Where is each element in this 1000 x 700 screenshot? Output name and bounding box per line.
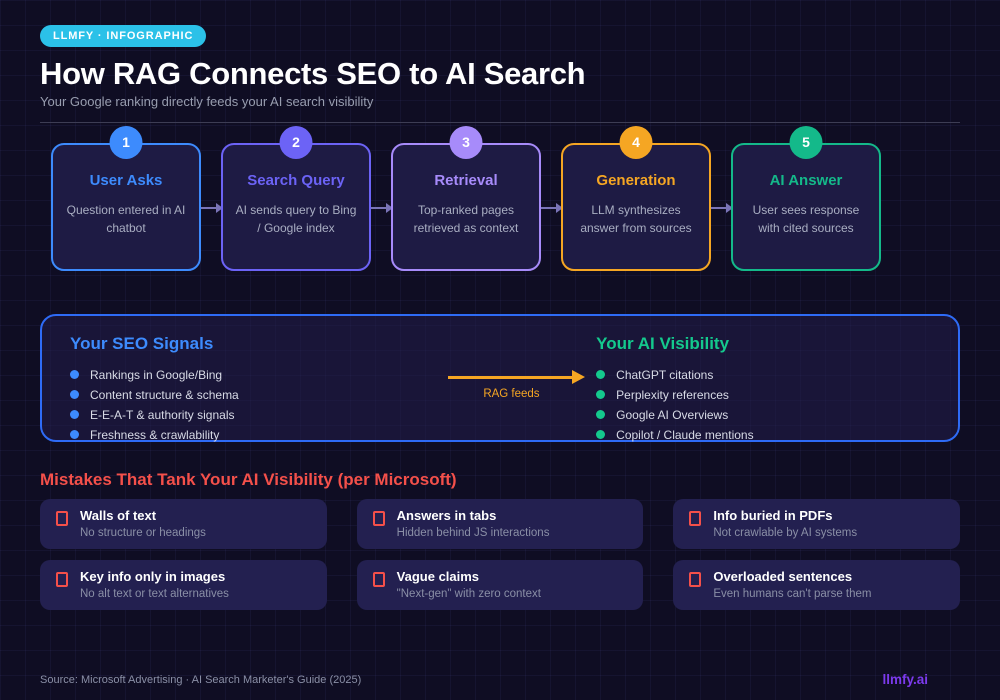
- arrow-right-icon: [201, 202, 223, 213]
- mistake-desc: Even humans can't parse them: [713, 587, 872, 600]
- rag-feeds-connector: RAG feeds: [427, 316, 596, 440]
- bullet-dot-icon: [70, 370, 79, 380]
- step-search-query: 2 Search Query AI sends query to Bing / …: [221, 125, 371, 271]
- step-desc: AI sends query to Bing / Google index: [235, 202, 357, 236]
- step-number-badge: 1: [109, 125, 143, 159]
- mistakes-section: Mistakes That Tank Your AI Visibility (p…: [40, 470, 960, 610]
- mistake-card: Key info only in images No alt text or t…: [40, 559, 327, 610]
- list-item-label: E-E-A-T & authority signals: [90, 407, 235, 422]
- warning-box-icon: [56, 571, 68, 587]
- step-desc: Top-ranked pages retrieved as context: [413, 202, 519, 236]
- rag-steps-row: 1 User Asks Question entered in AI chatb…: [51, 125, 881, 271]
- mistake-title: Key info only in images: [80, 568, 226, 584]
- mistake-card: Info buried in PDFs Not crawlable by AI …: [673, 498, 960, 549]
- mistakes-grid: Walls of text No structure or headings A…: [40, 498, 960, 610]
- bullet-dot-icon: [596, 370, 606, 380]
- bullet-dot-icon: [70, 410, 79, 420]
- list-item: E-E-A-T & authority signals: [70, 405, 427, 425]
- seo-signals-list: Rankings in Google/Bing Content structur…: [70, 365, 427, 445]
- mistake-desc: No alt text or text alternatives: [80, 587, 229, 600]
- step-desc: User sees response with cited sources: [752, 202, 860, 236]
- page-subtitle: Your Google ranking directly feeds your …: [40, 93, 374, 109]
- mistake-card: Answers in tabs Hidden behind JS interac…: [356, 498, 644, 549]
- list-item-label: Google AI Overviews: [616, 407, 729, 422]
- step-card: Retrieval Top-ranked pages retrieved as …: [391, 142, 541, 271]
- warning-box-icon: [689, 571, 702, 587]
- step-title: Retrieval: [434, 171, 498, 189]
- mistakes-section-title: Mistakes That Tank Your AI Visibility (p…: [40, 469, 457, 489]
- seo-signals-section: Your SEO Signals Rankings in Google/Bing…: [42, 316, 427, 442]
- bullet-dot-icon: [596, 430, 606, 440]
- step-title: Search Query: [247, 171, 345, 189]
- warning-box-icon: [372, 510, 385, 526]
- step-title: Generation: [596, 171, 676, 189]
- list-item-label: Content structure & schema: [90, 387, 239, 402]
- list-item-label: Rankings in Google/Bing: [90, 367, 223, 382]
- mistake-card: Overloaded sentences Even humans can't p…: [673, 559, 960, 610]
- list-item: Google AI Overviews: [596, 405, 958, 425]
- step-card: AI Answer User sees response with cited …: [731, 142, 881, 271]
- source-attribution: Source: Microsoft Advertising · AI Searc…: [40, 673, 362, 686]
- list-item-label: Perplexity references: [616, 387, 729, 402]
- mistake-card: Walls of text No structure or headings: [40, 498, 327, 549]
- mistake-card: Vague claims "Next-gen" with zero contex…: [356, 559, 644, 610]
- ai-visibility-list: ChatGPT citations Perplexity references …: [596, 365, 958, 445]
- bullet-dot-icon: [70, 390, 79, 400]
- rag-feeds-label: RAG feeds: [483, 387, 540, 400]
- step-user-asks: 1 User Asks Question entered in AI chatb…: [51, 125, 201, 271]
- step-number-badge: 2: [279, 125, 313, 159]
- mistake-title: Vague claims: [396, 568, 480, 584]
- list-item-label: Copilot / Claude mentions: [616, 427, 754, 442]
- step-retrieval: 3 Retrieval Top-ranked pages retrieved a…: [391, 125, 541, 271]
- footer: Source: Microsoft Advertising · AI Searc…: [40, 672, 928, 687]
- list-item: Content structure & schema: [70, 385, 427, 405]
- list-item: Freshness & crawlability: [70, 425, 427, 445]
- list-item: Rankings in Google/Bing: [70, 365, 427, 385]
- mistake-title: Walls of text: [80, 507, 157, 523]
- mistake-desc: No structure or headings: [80, 526, 206, 539]
- mistake-title: Answers in tabs: [396, 507, 497, 523]
- step-generation: 4 Generation LLM synthesizes answer from…: [561, 125, 711, 271]
- mistake-title: Overloaded sentences: [713, 568, 853, 584]
- step-ai-answer: 5 AI Answer User sees response with cite…: [731, 125, 881, 271]
- list-item: ChatGPT citations: [596, 365, 958, 385]
- seo-signals-title: Your SEO Signals: [70, 333, 214, 353]
- list-item-label: Freshness & crawlability: [90, 427, 220, 442]
- arrow-right-icon: [371, 202, 393, 213]
- step-desc: Question entered in AI chatbot: [66, 202, 186, 236]
- bullet-dot-icon: [70, 430, 79, 440]
- warning-box-icon: [56, 510, 68, 526]
- bullet-dot-icon: [596, 410, 606, 420]
- step-desc: LLM synthesizes answer from sources: [580, 202, 692, 236]
- arrow-right-icon: [541, 202, 563, 213]
- seo-to-ai-panel: Your SEO Signals Rankings in Google/Bing…: [40, 313, 960, 442]
- step-card: Generation LLM synthesizes answer from s…: [561, 142, 711, 271]
- step-number-badge: 5: [789, 125, 823, 159]
- step-number-badge: 4: [619, 125, 653, 159]
- infographic-page: LLMFY · INFOGRAPHIC How RAG Connects SEO…: [40, 25, 960, 610]
- step-card: Search Query AI sends query to Bing / Go…: [221, 142, 371, 271]
- warning-box-icon: [372, 571, 385, 587]
- brand-badge: LLMFY · INFOGRAPHIC: [40, 25, 207, 47]
- brand-logo: llmfy.ai: [882, 672, 928, 687]
- header-divider: [40, 121, 960, 123]
- mistake-title: Info buried in PDFs: [713, 507, 833, 523]
- ai-visibility-section: Your AI Visibility ChatGPT citations Per…: [596, 316, 958, 442]
- step-number-badge: 3: [449, 125, 483, 159]
- list-item-label: ChatGPT citations: [616, 367, 714, 382]
- step-card: User Asks Question entered in AI chatbot: [51, 142, 201, 271]
- mistake-desc: Not crawlable by AI systems: [713, 526, 858, 539]
- warning-box-icon: [689, 510, 702, 526]
- ai-visibility-title: Your AI Visibility: [596, 333, 730, 353]
- list-item: Copilot / Claude mentions: [596, 425, 958, 445]
- mistake-desc: Hidden behind JS interactions: [396, 526, 550, 539]
- step-title: AI Answer: [769, 171, 843, 189]
- mistake-desc: "Next-gen" with zero context: [396, 587, 541, 600]
- list-item: Perplexity references: [596, 385, 958, 405]
- rag-feeds-arrow-icon: [448, 369, 586, 384]
- arrow-right-icon: [711, 202, 733, 213]
- page-title: How RAG Connects SEO to AI Search: [40, 56, 586, 91]
- step-title: User Asks: [89, 171, 163, 189]
- bullet-dot-icon: [596, 390, 606, 400]
